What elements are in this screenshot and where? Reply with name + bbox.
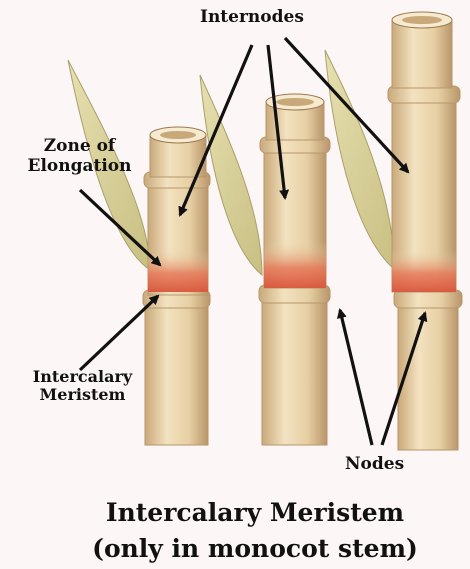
nodes-label: Nodes — [345, 455, 404, 475]
caption-subtitle: (only in monocot stem) — [40, 534, 470, 563]
stem-middle — [259, 94, 330, 445]
caption-title: Intercalary Meristem — [40, 498, 470, 527]
stem-right — [388, 12, 462, 450]
stem-left — [143, 127, 210, 445]
leaf-3 — [325, 50, 395, 270]
zone-of-elongation-label: Zone of Elongation — [22, 137, 137, 176]
zone-label-line1: Zone of — [22, 137, 137, 157]
intercalary-meristem-label: Intercalary Meristem — [20, 368, 145, 405]
zone-label-line2: Elongation — [22, 157, 137, 177]
meristem-label-line1: Intercalary — [20, 368, 145, 386]
internodes-label: Internodes — [200, 8, 304, 28]
meristem-label-line2: Meristem — [20, 386, 145, 404]
arrow-nodes-1 — [340, 310, 372, 445]
